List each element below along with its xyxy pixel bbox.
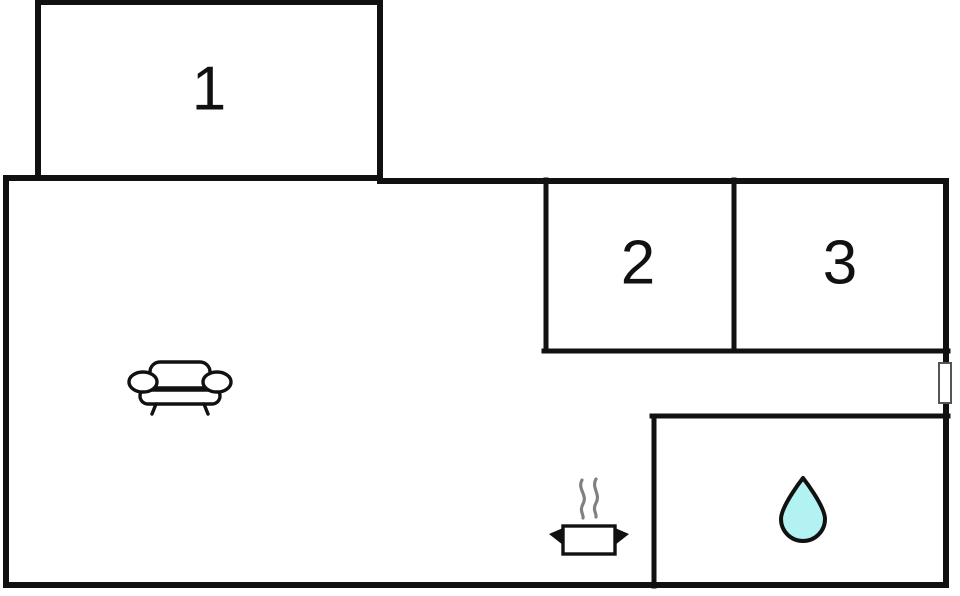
- sofa-right-leg: [202, 402, 210, 416]
- sofa-left-leg: [150, 402, 158, 416]
- interior-walls: [541, 177, 951, 589]
- stove-pot-icon: [549, 477, 629, 556]
- room-1-label: 1: [192, 55, 226, 124]
- pot-handle-left: [549, 528, 563, 545]
- sofa-right-arm: [201, 370, 233, 394]
- sofa-backrest: [148, 360, 212, 392]
- sofa-icon: [127, 360, 233, 416]
- water-drop-icon: [779, 476, 827, 543]
- door-opening[interactable]: [938, 362, 952, 404]
- door-opening-panel[interactable]: [938, 362, 952, 404]
- room-1-fill: [38, 0, 380, 181]
- room-labels: 1 2 3: [192, 55, 857, 298]
- exterior-walls: [3, 0, 949, 588]
- steam-line-left: [579, 478, 586, 520]
- room-fills: [3, 0, 949, 588]
- water-drop-shape: [779, 476, 827, 543]
- building-outline: [3, 0, 949, 588]
- room-3-label: 3: [823, 229, 857, 298]
- steam-line-right: [592, 477, 600, 519]
- pot-handle-right: [615, 528, 629, 545]
- pot-body: [561, 524, 617, 556]
- steam-lines: [579, 477, 600, 520]
- room-2-label: 2: [621, 229, 655, 298]
- pot-handles: [549, 528, 629, 545]
- sofa-left-arm: [127, 370, 159, 394]
